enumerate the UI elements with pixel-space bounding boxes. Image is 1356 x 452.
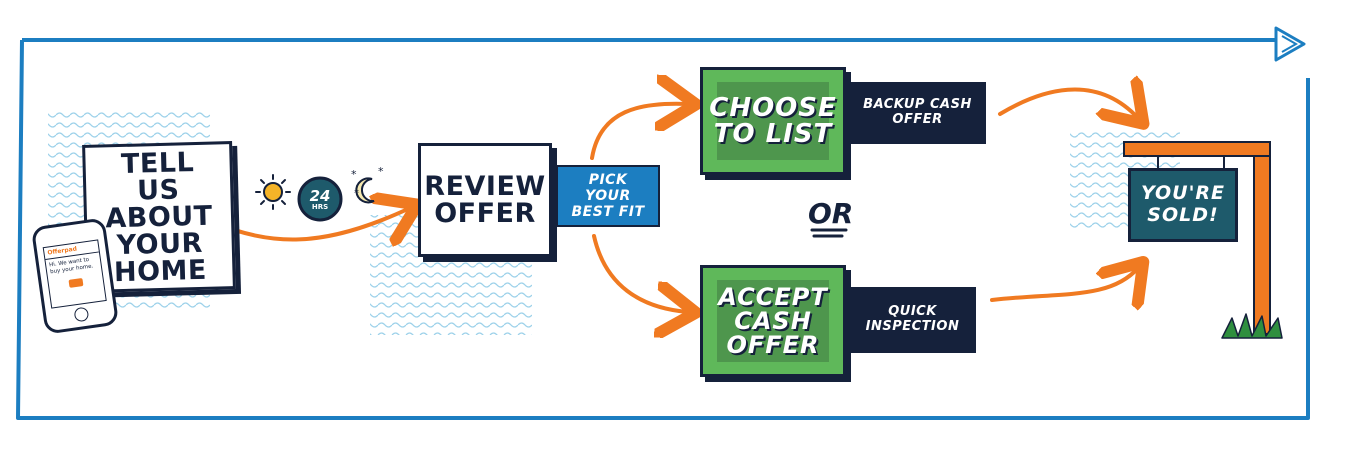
accept-cash-offer-card: ACCEPT CASH OFFER — [700, 265, 846, 377]
phone-button — [68, 278, 84, 289]
or-label: OR — [808, 197, 854, 230]
accept-cash-offer-inner — [717, 280, 829, 362]
svg-text:*: * — [351, 168, 357, 181]
svg-text:*: * — [378, 165, 384, 178]
moon-icon: * * * — [351, 165, 384, 204]
sun-icon — [255, 174, 291, 210]
backup-cash-offer-tag: BACKUP CASH OFFER — [849, 82, 986, 144]
choose-to-list-card: CHOOSE TO LIST — [700, 67, 846, 175]
phone-home-button — [73, 306, 90, 323]
pick-fit-tag: PICK YOUR BEST FIT — [556, 165, 660, 227]
arrow-list-to-sold — [998, 89, 1138, 118]
or-underline — [810, 228, 848, 238]
arrow-review-to-accept — [592, 234, 688, 312]
signpost — [1123, 141, 1283, 339]
quick-inspection-text: QUICK INSPECTION — [865, 304, 960, 334]
quick-inspection-tag: QUICK INSPECTION — [849, 287, 976, 353]
phone-screen: Offerpad Hi. We want to buy your home. — [42, 239, 107, 309]
accept-cash-offer-text: ACCEPT CASH OFFER — [718, 283, 828, 359]
clock-unit: HRS — [311, 203, 329, 211]
frame-arrow-icon — [1274, 26, 1306, 62]
review-offer-card: REVIEW OFFER — [418, 143, 552, 257]
pick-fit-text: PICK YOUR BEST FIT — [571, 171, 645, 221]
review-offer-text: REVIEW OFFER — [424, 171, 546, 229]
youre-sold-sign: YOU'RE SOLD! — [1128, 168, 1238, 242]
arrow-accept-to-sold — [990, 268, 1138, 300]
clock-label: 24 HRS — [302, 182, 338, 218]
svg-text:*: * — [354, 188, 359, 199]
phone-icon: Offerpad Hi. We want to buy your home. — [30, 217, 120, 335]
backup-cash-offer-text: BACKUP CASH OFFER — [863, 97, 972, 127]
clock-hours: 24 — [309, 187, 331, 205]
arrow-review-to-list — [590, 104, 688, 160]
choose-to-list-text: CHOOSE TO LIST — [709, 93, 837, 149]
youre-sold-text: YOU'RE SOLD! — [1140, 182, 1226, 226]
choose-to-list-inner — [717, 82, 829, 160]
clock-icon — [297, 176, 343, 222]
